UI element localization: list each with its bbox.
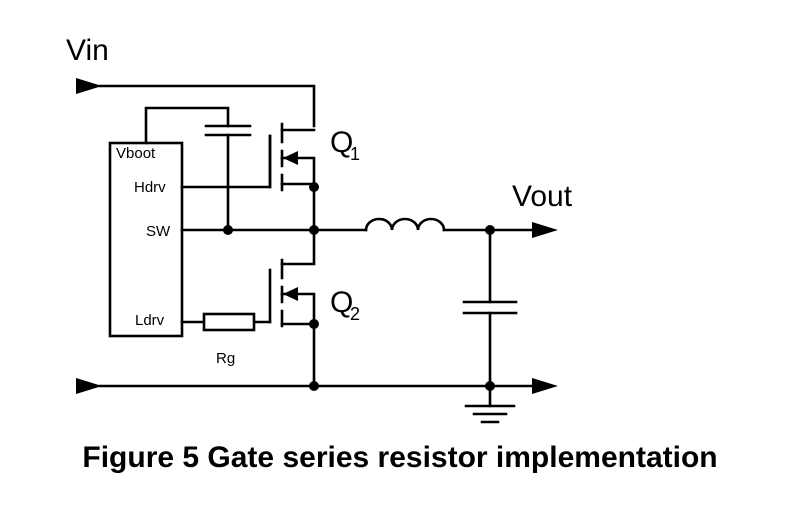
pin-sw: SW [146, 223, 171, 240]
ground-rail-left-arrow [76, 378, 102, 394]
junction-dot [309, 182, 319, 192]
ground-rail-right-arrow [532, 378, 558, 394]
junction-dot [223, 225, 233, 235]
vin-arrow [76, 78, 102, 94]
hdrv-wire [180, 134, 272, 189]
vin-rail [98, 84, 316, 128]
gate-resistor [202, 312, 256, 332]
boot-capacitor [204, 124, 252, 137]
rg-label: Rg [216, 350, 235, 367]
q2-label: Q [330, 286, 353, 319]
pin-vboot: Vboot [116, 145, 156, 162]
vin-label: Vin [66, 34, 109, 67]
q2-mosfet [268, 258, 316, 388]
q1-mosfet [268, 122, 316, 192]
q1-subscript: 1 [350, 144, 360, 164]
junction-dot [309, 225, 319, 235]
junction-dots [223, 182, 495, 391]
vout-label: Vout [512, 180, 573, 213]
pin-ldrv: Ldrv [135, 312, 165, 329]
junction-dot [309, 381, 319, 391]
junction-dot [309, 319, 319, 329]
junction-dot [485, 381, 495, 391]
pin-hdrv: Hdrv [134, 179, 166, 196]
driver-ic [108, 141, 184, 338]
q1-label: Q [330, 126, 353, 159]
figure-caption: Figure 5 Gate series resistor implementa… [82, 441, 718, 474]
ground-symbol-icon [464, 404, 516, 424]
q2-subscript: 2 [350, 304, 360, 324]
boot-wire [144, 106, 230, 145]
vout-arrow [532, 222, 558, 238]
junction-dot [485, 225, 495, 235]
output-capacitor [462, 300, 518, 315]
inductor [364, 217, 446, 232]
